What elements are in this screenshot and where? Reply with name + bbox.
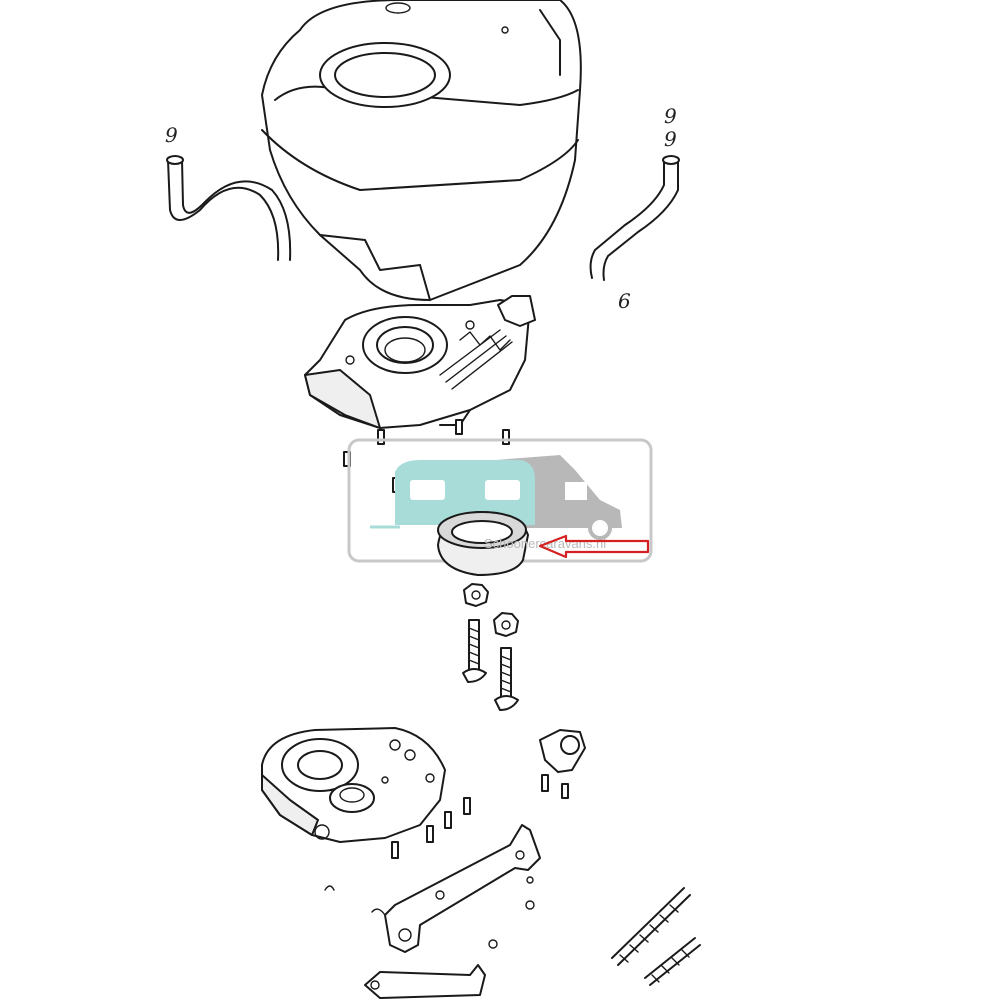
nut-right: [493, 612, 519, 637]
spring-small: [644, 937, 701, 986]
nut-left: [463, 583, 489, 607]
highlight-arrow: [538, 534, 650, 559]
spring-large: [611, 887, 691, 966]
seal-ring: [437, 511, 529, 576]
side-valve: [539, 729, 586, 799]
toilet-bowl-housing: [261, 0, 582, 301]
screws-lower: [391, 797, 471, 859]
callout-left-hose: 9: [165, 123, 178, 147]
caravan-icon: [370, 460, 535, 529]
bolt-left: [462, 619, 487, 683]
callout-right-hose-top: 9: [664, 104, 677, 128]
right-hose: [589, 155, 680, 281]
callout-hose-bottom: 6: [618, 289, 631, 313]
lever-bracket: [371, 824, 541, 953]
springs: [611, 887, 701, 986]
bottom-lever: [364, 964, 486, 999]
small-washers: [324, 876, 535, 949]
base-plate: [261, 727, 446, 843]
callout-right-hose-mid: 9: [664, 127, 677, 151]
bolt-right: [494, 647, 519, 711]
left-hose: [166, 155, 292, 261]
flush-valve-assembly: [304, 295, 536, 429]
nuts-and-bolts: [462, 583, 519, 711]
watermark: [347, 438, 653, 563]
